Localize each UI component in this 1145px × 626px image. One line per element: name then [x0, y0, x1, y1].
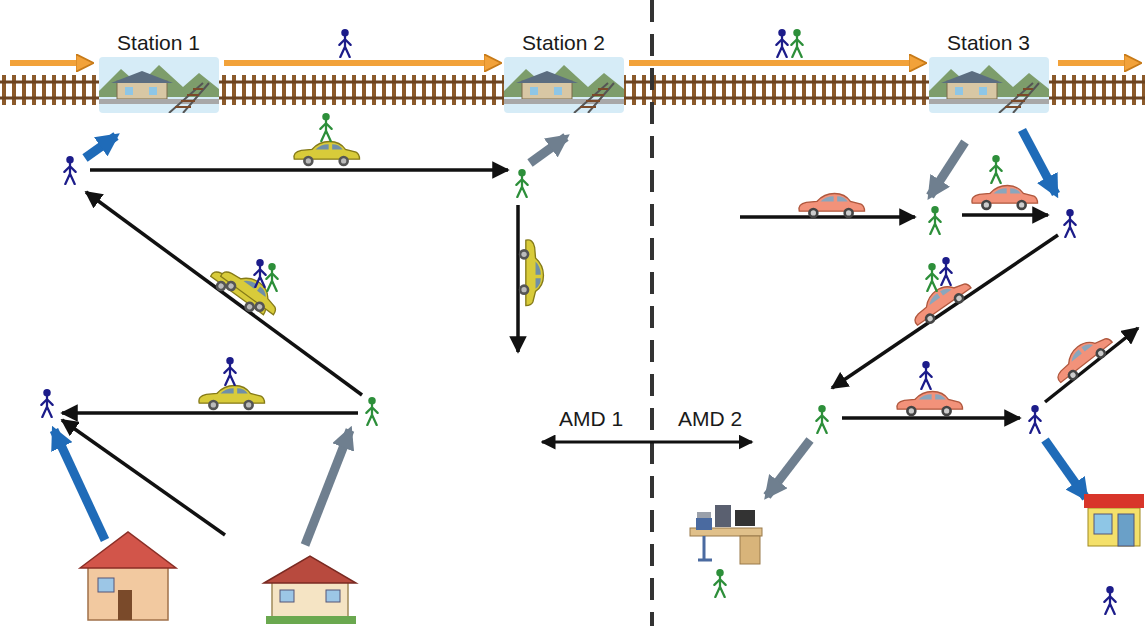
person [41, 29, 1115, 619]
station-node: Station 3 [926, 30, 1051, 117]
trip-arrow [62, 170, 1138, 535]
area-label: AMD 2 [676, 406, 744, 431]
area-label: AMD 1 [557, 406, 625, 431]
car [199, 142, 1117, 417]
office-desk [690, 505, 762, 564]
market-building [1084, 494, 1144, 546]
walk-arrow [54, 130, 1086, 540]
station-label: Station 2 [518, 30, 609, 55]
station-node: Station 1 [96, 30, 221, 117]
station-icon [504, 57, 624, 117]
train-arrow [629, 60, 923, 66]
boundary-dashed-line [650, 0, 654, 626]
house [80, 532, 356, 624]
station-icon [929, 57, 1049, 117]
station-label: Station 1 [113, 30, 204, 55]
walk-arrow [305, 137, 965, 545]
double-arrow [542, 441, 752, 444]
train-arrow [224, 60, 498, 66]
station-label: Station 3 [943, 30, 1034, 55]
station-icon [99, 57, 219, 117]
station-node: Station 2 [501, 30, 626, 117]
